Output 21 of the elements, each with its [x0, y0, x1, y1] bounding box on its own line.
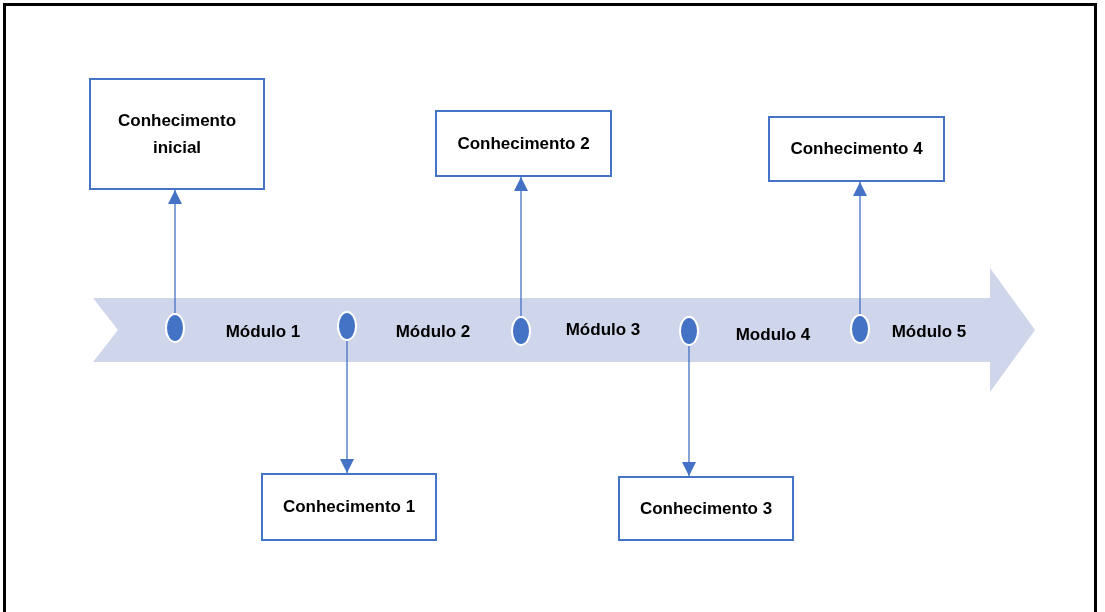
knowledge-box	[435, 110, 612, 177]
connector-arrow	[340, 340, 354, 474]
connector-arrow	[682, 345, 696, 477]
knowledge-box	[768, 116, 945, 182]
connector-arrow	[853, 181, 867, 315]
box-label: Conhecimento inicial	[116, 109, 238, 159]
module-label: Módulo 2	[395, 322, 471, 342]
connector-arrow	[168, 189, 182, 314]
module-label: Módulo 5	[891, 322, 967, 342]
timeline-arrow	[93, 268, 1035, 392]
box-label: Conhecimento 4	[790, 138, 923, 161]
module-label: Módulo 3	[565, 320, 641, 340]
knowledge-box	[89, 78, 265, 190]
module-label: Módulo 1	[225, 322, 301, 342]
module-label: Modulo 4	[735, 325, 811, 345]
box-label: Conhecimento 1	[282, 496, 416, 519]
knowledge-box	[261, 473, 437, 541]
knowledge-box	[618, 476, 794, 541]
connector-arrow	[514, 176, 528, 317]
box-label: Conhecimento 2	[457, 132, 590, 155]
box-label: Conhecimento 3	[639, 497, 773, 520]
